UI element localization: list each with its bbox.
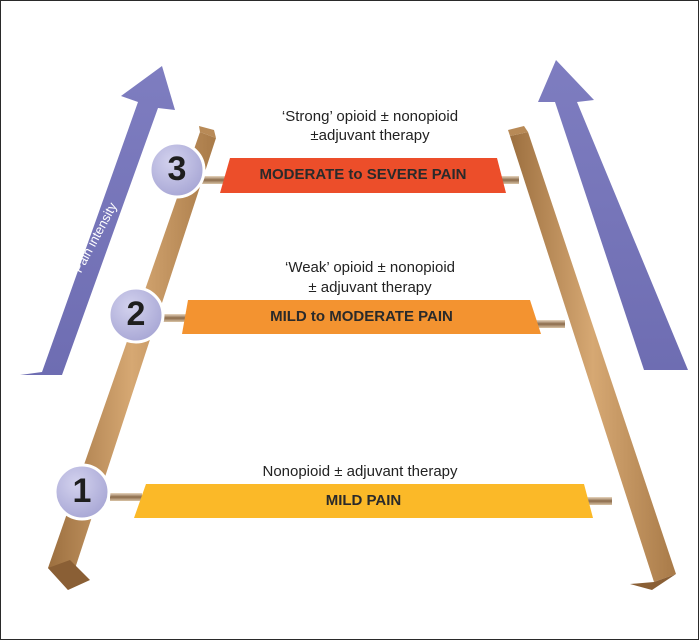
peg-step-1-right [586,497,612,505]
band-step-3 [220,158,506,193]
left-arrow-icon [20,66,175,375]
band-label-step-2: MILD to MODERATE PAIN [270,308,453,325]
band-step-2 [182,300,541,334]
caption-step-2-line1: ‘Weak’ opioid ± nonopioid [284,259,455,276]
band-label-step-1: MILD PAIN [325,492,402,509]
caption-step-2-line2: ± adjuvant therapy [308,279,432,296]
band-step-1 [134,484,593,518]
step-number-2: 2 [126,295,146,333]
step-circle-3 [148,141,206,199]
peg-step-1-left [110,493,142,501]
caption-step-1-line1: Nonopioid ± adjuvant therapy [262,463,458,480]
band-label-step-3: MODERATE to SEVERE PAIN [259,166,467,183]
step-circle-1 [53,463,111,521]
peg-step-3-right [497,176,519,184]
caption-step-3-line2: ±adjuvant therapy [310,127,430,144]
peg-step-2-left [160,314,190,322]
right-arrow-icon [538,60,688,370]
peg-step-2-right [535,320,565,328]
right-rail-end [630,574,676,590]
left-rail [48,132,216,590]
step-number-3: 3 [167,150,187,188]
step-number-1: 1 [72,472,92,510]
step-circle-2 [107,286,165,344]
caption-step-3-line1: ‘Strong’ opioid ± nonopioid [281,108,459,125]
peg-step-3-left [198,176,226,184]
left-rail-end [48,560,90,590]
right-rail [510,132,676,582]
